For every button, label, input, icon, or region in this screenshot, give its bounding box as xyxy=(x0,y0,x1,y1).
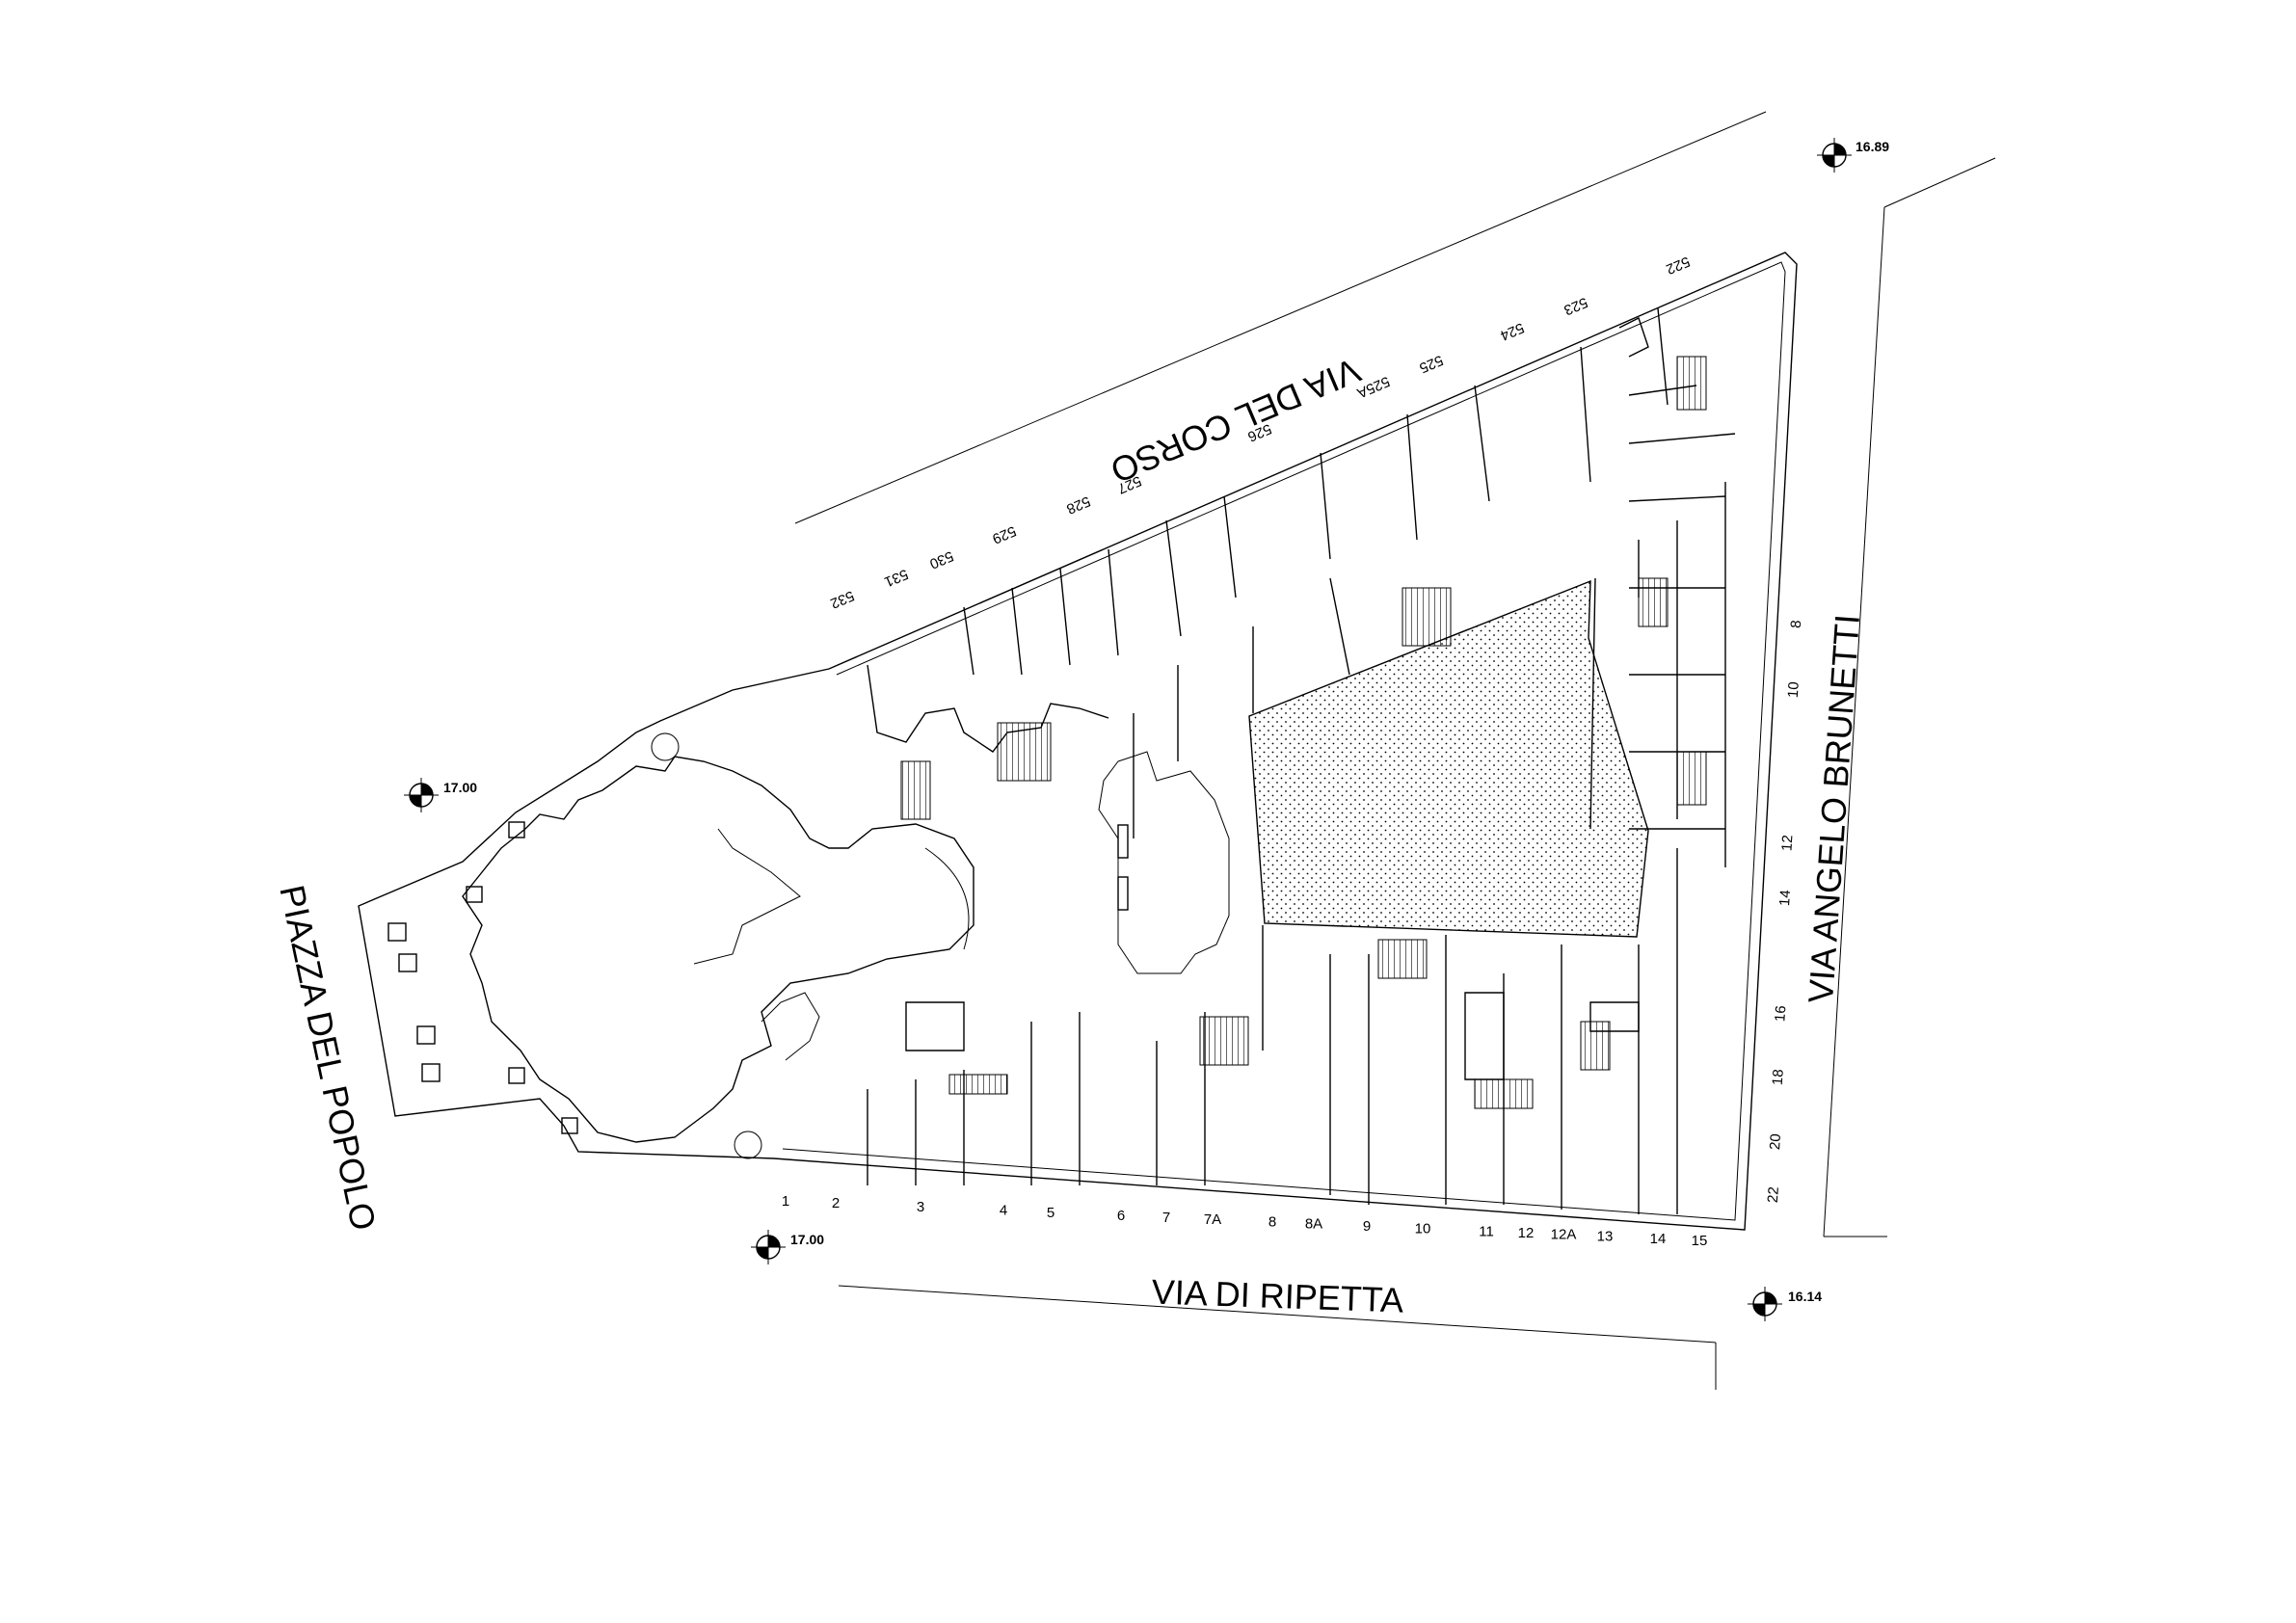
civic-number: 4 xyxy=(1000,1203,1007,1219)
street-label-ripetta: VIA DI RIPETTA xyxy=(1151,1271,1404,1319)
civic-number: 8 xyxy=(1788,620,1805,629)
civic-number: 530 xyxy=(927,547,956,572)
civic-number: 20 xyxy=(1767,1133,1784,1151)
civic-number: 12 xyxy=(1778,835,1796,852)
civic-number: 1 xyxy=(782,1193,789,1210)
plaza-columns xyxy=(387,821,1129,1134)
stairs xyxy=(651,356,1707,1159)
civic-number: 16 xyxy=(1772,1005,1789,1023)
civic-number: 7A xyxy=(1204,1211,1221,1228)
street-label-brunetti: VIA ANGELO BRUNETTI xyxy=(1801,613,1867,1004)
elevation-marker-left: 17.00 xyxy=(404,778,477,812)
civic-number: 522 xyxy=(1664,253,1693,277)
civic-number: 10 xyxy=(1415,1220,1431,1237)
civic-number: 529 xyxy=(990,522,1019,546)
civic-number: 14 xyxy=(1776,890,1794,907)
elevation-marker-top-right: 16.89 xyxy=(1817,138,1889,173)
civic-number: 11 xyxy=(1479,1223,1494,1239)
civic-number: 14 xyxy=(1650,1231,1667,1247)
elevation-value: 17.00 xyxy=(790,1232,824,1247)
civic-number: 10 xyxy=(1785,681,1802,699)
civic-number: 3 xyxy=(917,1199,924,1215)
courtyard xyxy=(1248,579,1649,938)
elevation-marker-bottom-right: 16.14 xyxy=(1748,1287,1822,1321)
street-label-popolo: PIAZZA DEL POPOLO xyxy=(272,882,384,1234)
elevation-value: 16.14 xyxy=(1788,1289,1822,1304)
civic-number: 7 xyxy=(1162,1210,1170,1226)
civic-number: 13 xyxy=(1597,1229,1614,1245)
civic-number: 524 xyxy=(1498,319,1527,343)
civic-number: 12 xyxy=(1518,1225,1535,1241)
building-block xyxy=(358,252,1798,1231)
street-edges xyxy=(794,111,1996,1390)
civics-brunetti: 8 10 12 14 16 18 20 22 xyxy=(1765,620,1805,1204)
civic-number: 22 xyxy=(1765,1186,1782,1204)
civic-number: 532 xyxy=(828,587,857,611)
church-nave xyxy=(462,756,974,1143)
civic-number: 525 xyxy=(1417,352,1446,376)
elevation-value: 16.89 xyxy=(1855,139,1889,154)
civic-number: 8 xyxy=(1268,1214,1276,1231)
civic-number: 12A xyxy=(1551,1227,1577,1243)
elevation-value: 17.00 xyxy=(443,780,477,795)
civic-number: 2 xyxy=(832,1195,840,1211)
civic-number: 531 xyxy=(882,566,911,590)
civic-number: 6 xyxy=(1117,1208,1125,1224)
civic-number: 8A xyxy=(1305,1216,1322,1233)
civic-number: 5 xyxy=(1047,1205,1055,1221)
civic-number: 9 xyxy=(1363,1218,1371,1235)
civic-number: 528 xyxy=(1064,492,1093,517)
street-label-corso: VIA DEL CORSO xyxy=(1105,351,1366,492)
civic-number: 18 xyxy=(1770,1069,1787,1086)
civic-number: 15 xyxy=(1692,1233,1708,1249)
elevation-marker-bottom-left: 17.00 xyxy=(751,1230,824,1264)
civic-number: 523 xyxy=(1562,294,1590,318)
